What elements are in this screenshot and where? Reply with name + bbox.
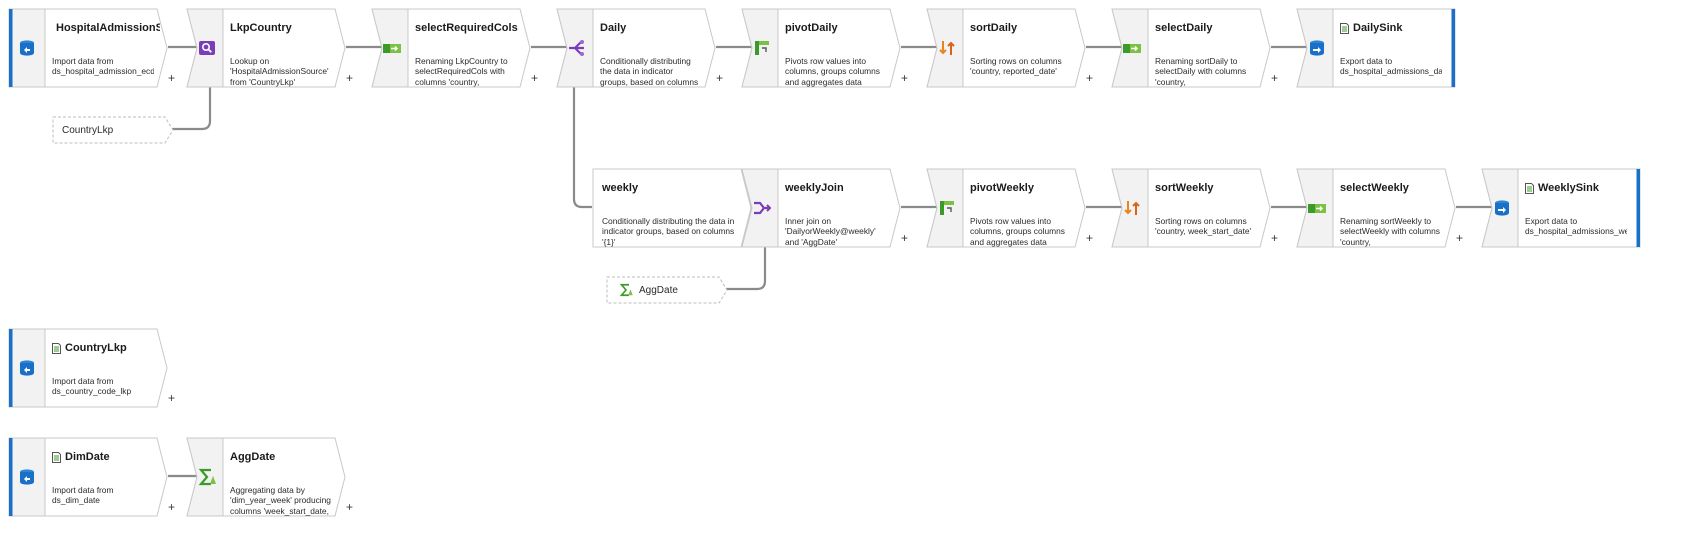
source-icon: [17, 467, 37, 492]
node-description: Pivots row values into columns, groups c…: [970, 216, 1065, 247]
sort-icon: [1122, 198, 1142, 223]
source-icon: [17, 358, 37, 383]
node-description: Sorting rows on columns 'country, report…: [970, 56, 1062, 77]
node-description: Conditionally distributing the data in i…: [600, 56, 699, 88]
aggregate-icon: [619, 283, 634, 298]
node-title: weeklyJoin: [785, 182, 844, 194]
pivot-icon: [937, 198, 957, 223]
node-title: sortDaily: [970, 22, 1018, 34]
add-transform-button[interactable]: +: [1271, 71, 1279, 85]
node-title: HospitalAdmissionS...: [52, 22, 160, 34]
join-icon: [752, 198, 772, 223]
add-transform-button[interactable]: +: [1086, 231, 1094, 245]
node-description: Import data from ds_hospital_admission_e…: [52, 56, 154, 77]
sort-icon: [937, 38, 957, 63]
select-icon: [1307, 198, 1327, 223]
add-transform-button[interactable]: +: [901, 231, 909, 245]
node-description: Export data to ds_hospital_admissions_da…: [1340, 56, 1442, 77]
node-description: Renaming sortDaily to selectDaily with c…: [1155, 56, 1247, 88]
node-title: WeeklySink: [1525, 182, 1633, 194]
node-title: selectDaily: [1155, 22, 1213, 34]
add-transform-button[interactable]: +: [168, 500, 176, 514]
node-title: CountryLkp: [52, 342, 160, 354]
node-description: Renaming sortWeekly to selectWeekly with…: [1340, 216, 1440, 248]
dataset-icon: [1525, 182, 1534, 194]
add-transform-button[interactable]: +: [531, 71, 539, 85]
add-transform-button[interactable]: +: [168, 71, 176, 85]
lookup-icon: [197, 38, 217, 63]
sink-icon: [1307, 38, 1327, 63]
node-description: Inner join on 'DailyorWeekly@weekly' and…: [785, 216, 876, 247]
connection-line: [726, 246, 767, 291]
node-title: AggDate: [230, 451, 276, 463]
dataset-icon: [52, 342, 61, 354]
reference-aggDateRef[interactable]: AggDate: [606, 276, 736, 304]
add-transform-button[interactable]: +: [1271, 231, 1279, 245]
node-title: DailySink: [1340, 22, 1448, 34]
node-title: LkpCountry: [230, 22, 292, 34]
node-description: Pivots row values into columns, groups c…: [785, 56, 880, 87]
add-transform-button[interactable]: +: [168, 391, 176, 405]
split-icon: [567, 38, 587, 63]
node-title: sortWeekly: [1155, 182, 1214, 194]
node-description: Renaming LkpCountry to selectRequiredCol…: [415, 56, 508, 88]
node-description: Aggregating data by 'dim_year_week' prod…: [230, 485, 331, 517]
reference-countryLkpRef[interactable]: CountryLkp: [52, 116, 182, 144]
node-hospitalSource[interactable]: HospitalAdmissionS... Import data from ds…: [8, 8, 178, 92]
aggregate-icon: [197, 467, 217, 492]
node-title: DimDate: [52, 451, 160, 463]
add-transform-button[interactable]: +: [1086, 71, 1094, 85]
node-title: selectRequiredCols: [415, 22, 518, 34]
node-description: Import data from ds_dim_date: [52, 485, 114, 506]
sink-icon: [1492, 198, 1512, 223]
add-transform-button[interactable]: +: [346, 500, 354, 514]
source-icon: [17, 38, 37, 63]
node-title: weekly: [602, 182, 639, 194]
node-description: Conditionally distributing the data in i…: [602, 216, 735, 247]
reference-label: CountryLkp: [62, 124, 114, 136]
connection-line: [172, 86, 212, 131]
node-title: Daily: [600, 22, 627, 34]
reference-label: AggDate: [639, 284, 678, 296]
node-description: Export data to ds_hospital_admissions_we…: [1525, 216, 1627, 237]
node-description: Import data from ds_country_code_lkp: [52, 376, 132, 397]
pivot-icon: [752, 38, 772, 63]
node-description: Sorting rows on columns 'country, week_s…: [1155, 216, 1252, 237]
add-transform-button[interactable]: +: [716, 71, 724, 85]
node-title: pivotWeekly: [970, 182, 1034, 194]
node-title: pivotDaily: [785, 22, 838, 34]
connection-line: [572, 86, 592, 209]
add-transform-button[interactable]: +: [1456, 231, 1464, 245]
node-title: selectWeekly: [1340, 182, 1409, 194]
add-transform-button[interactable]: +: [346, 71, 354, 85]
select-icon: [382, 38, 402, 63]
dataset-icon: [1340, 22, 1349, 34]
node-description: Lookup on 'HospitalAdmissionSource' from…: [230, 56, 329, 87]
select-icon: [1122, 38, 1142, 63]
add-transform-button[interactable]: +: [901, 71, 909, 85]
dataset-icon: [52, 451, 61, 463]
